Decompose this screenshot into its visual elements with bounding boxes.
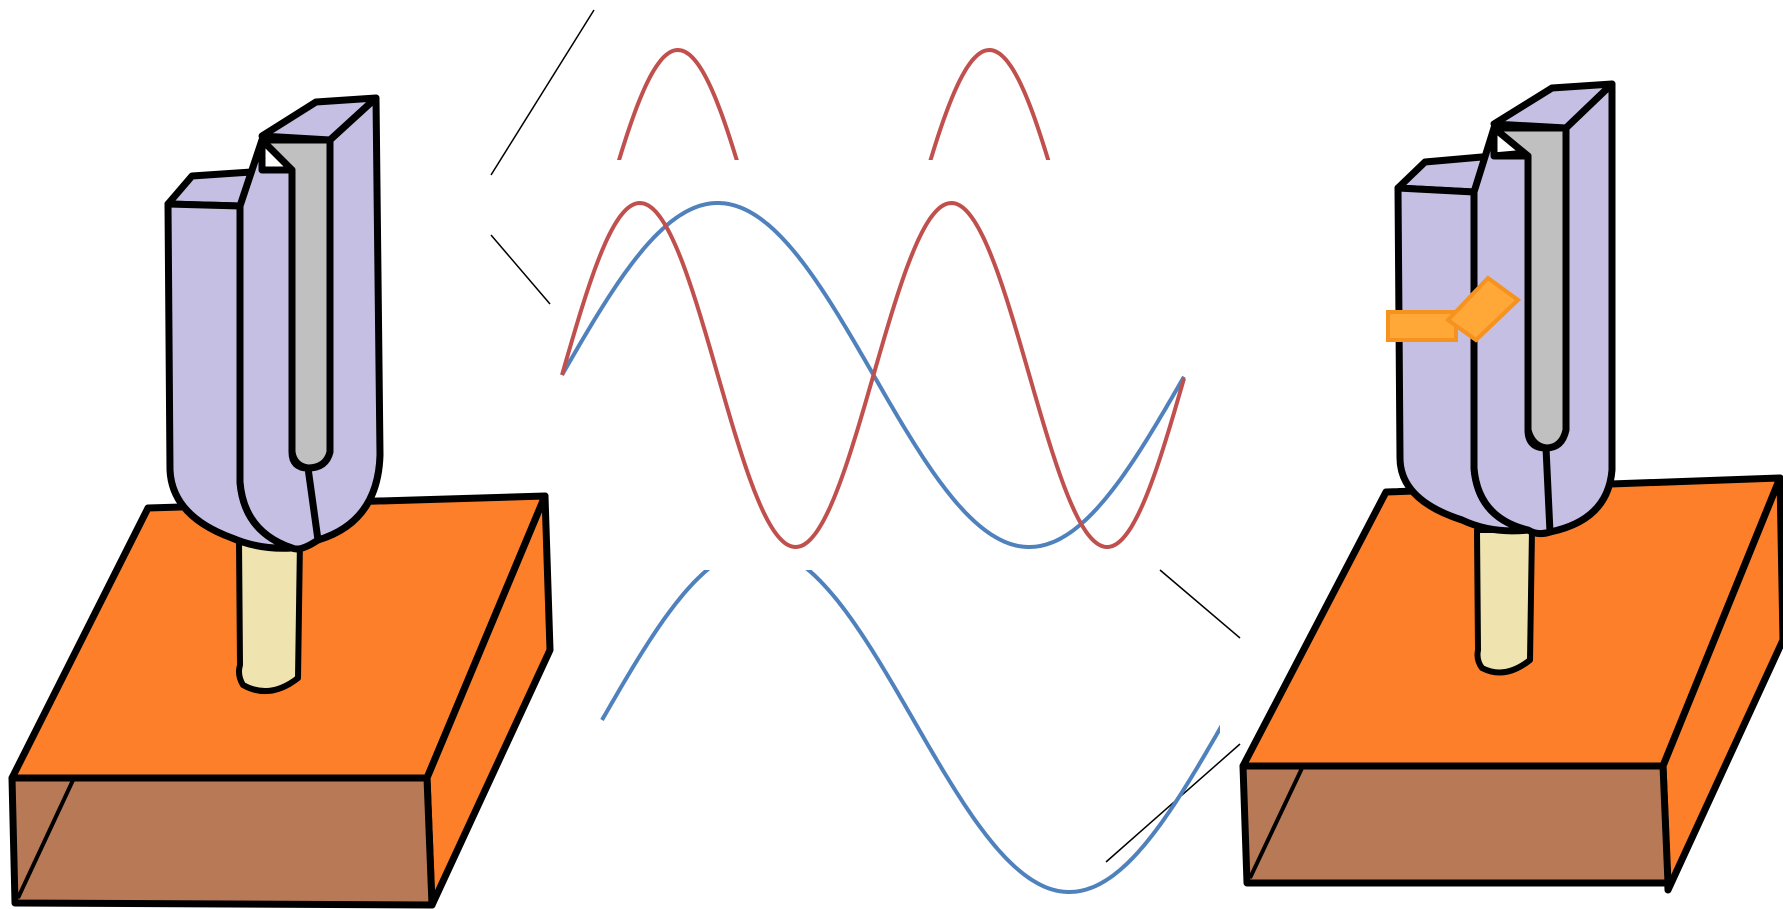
left-tuning-fork-assembly xyxy=(8,94,554,909)
right-box-inner-edge xyxy=(1248,765,1305,879)
wave-panel xyxy=(560,47,1220,894)
right-box-right-side xyxy=(1659,474,1783,894)
low-frequency-wave-bottom xyxy=(600,570,1220,894)
left-box-inner-edge xyxy=(16,777,76,899)
left-box-front xyxy=(8,774,436,909)
combined-waves xyxy=(560,200,1186,550)
right-tuning-fork-assembly xyxy=(1239,80,1783,894)
right-fork-stem xyxy=(1474,527,1535,676)
left-fork-stem xyxy=(236,537,303,695)
high-frequency-wave-top xyxy=(616,47,1051,160)
guide-lines xyxy=(490,9,1241,863)
right-box-front xyxy=(1239,762,1672,887)
left-tuning-fork-icon xyxy=(164,94,384,553)
damper-clamp xyxy=(1386,275,1522,343)
right-tuning-fork-icon xyxy=(1394,80,1616,538)
high-frequency-wave xyxy=(560,200,1186,550)
